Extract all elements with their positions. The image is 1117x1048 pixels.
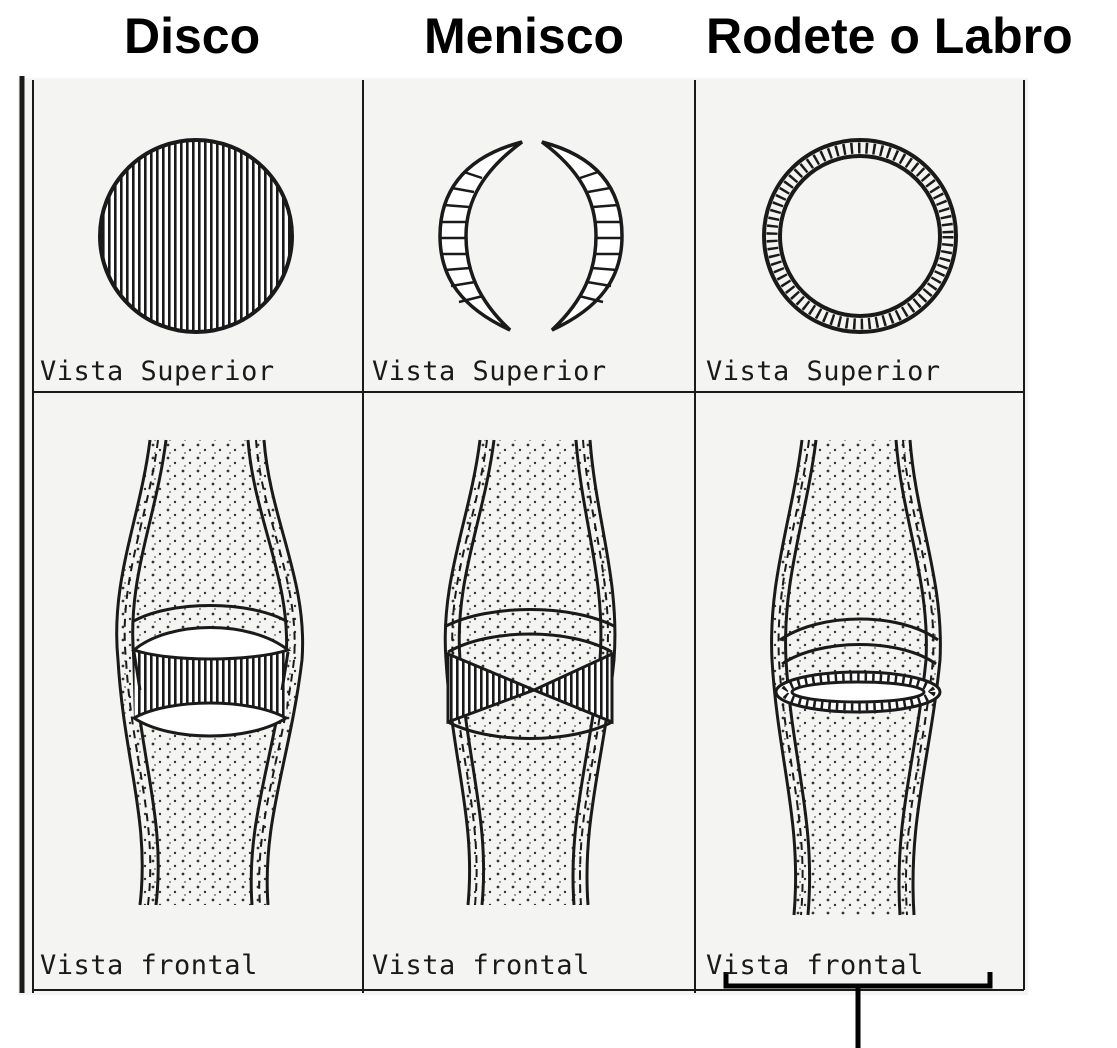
menisco-frontal-view [445,440,615,905]
label-disco-vista-frontal: Vista frontal [40,950,258,981]
label-menisco-vista-frontal: Vista frontal [372,950,590,981]
label-menisco-vista-superior: Vista Superior [372,356,607,387]
label-disco-vista-superior: Vista Superior [40,356,275,387]
rodete-frontal-view [772,440,941,915]
label-rodete-vista-frontal: Vista frontal [706,950,924,981]
disco-top-view [100,140,292,332]
label-rodete-vista-superior: Vista Superior [706,356,941,387]
